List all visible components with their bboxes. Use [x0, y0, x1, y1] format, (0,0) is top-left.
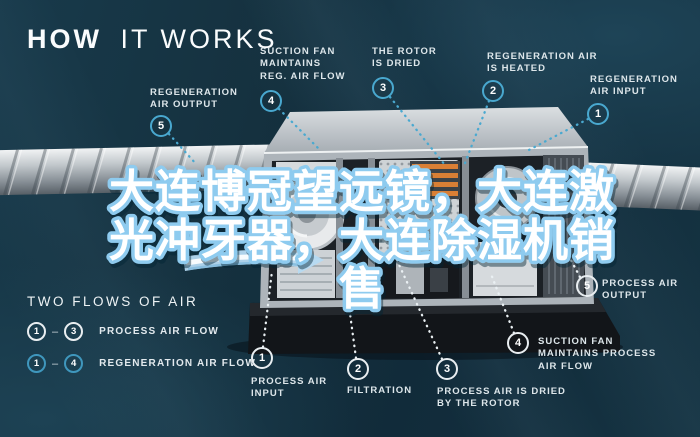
right-duct	[544, 157, 700, 211]
legend: TWO FLOWS OF AIR 1 – 3 PROCESS AIR FLOW …	[27, 294, 256, 386]
callout-number-2-bottom: 2	[347, 358, 369, 380]
callout-number-4-bottom: 4	[507, 332, 529, 354]
callout-label-suction-fan-process: SUCTION FAN MAINTAINS PROCESS AIR FLOW	[538, 336, 657, 372]
legend-circle-4: 4	[64, 354, 84, 373]
callout-label-regeneration-air-heated: REGENERATION AIR IS HEATED	[487, 51, 598, 75]
legend-dash: –	[52, 325, 59, 338]
watermark-line-2: 光冲牙器，大连除湿机销	[109, 215, 615, 266]
callout-label-process-air-output: PROCESS AIR OUTPUT	[602, 278, 679, 302]
watermark-line-3: 售	[339, 263, 385, 314]
callout-number-3-top: 3	[372, 77, 394, 99]
watermark-line-1: 大连博冠望远镜，大连激	[109, 166, 615, 217]
legend-label-process: PROCESS AIR FLOW	[99, 326, 220, 337]
legend-label-regeneration: REGENERATION AIR FLOW	[99, 358, 256, 369]
callout-number-5-bottom: 5	[576, 275, 598, 297]
callout-label-process-air-dried: PROCESS AIR IS DRIED BY THE ROTOR	[437, 386, 566, 410]
callout-label-suction-fan-reg: SUCTION FAN MAINTAINS REG. AIR FLOW	[260, 46, 346, 82]
callout-label-regeneration-air-input: REGENERATION AIR INPUT	[590, 74, 678, 98]
title-light: IT WORKS	[120, 24, 278, 54]
legend-title: TWO FLOWS OF AIR	[27, 294, 199, 309]
callout-label-filtration: FILTRATION	[347, 385, 413, 396]
callout-number-3-bottom: 3	[436, 358, 458, 380]
legend-row-process-air-flow: 1 – 3 PROCESS AIR FLOW	[27, 322, 256, 341]
callout-label-regeneration-air-output: REGENERATION AIR OUTPUT	[150, 87, 238, 111]
callout-number-5-top: 5	[150, 115, 172, 137]
callout-number-2-top: 2	[482, 80, 504, 102]
legend-circle-1b: 1	[27, 354, 46, 373]
page-title: HOW IT WORKS	[27, 24, 278, 55]
dehumidifier-unit	[227, 107, 623, 360]
callout-label-process-air-input: PROCESS AIR INPUT	[251, 376, 328, 400]
legend-dash-2: –	[52, 357, 59, 370]
left-duct	[0, 140, 315, 196]
airflow-arrow	[183, 246, 324, 274]
legend-circle-3: 3	[64, 322, 84, 341]
callout-label-rotor-dried: THE ROTOR IS DRIED	[372, 46, 437, 70]
callout-number-4-top: 4	[260, 90, 282, 112]
legend-circle-1: 1	[27, 322, 46, 341]
title-bold: HOW	[27, 24, 102, 54]
legend-row-regeneration-air-flow: 1 – 4 REGENERATION AIR FLOW	[27, 354, 256, 373]
callout-number-1-top: 1	[587, 103, 609, 125]
